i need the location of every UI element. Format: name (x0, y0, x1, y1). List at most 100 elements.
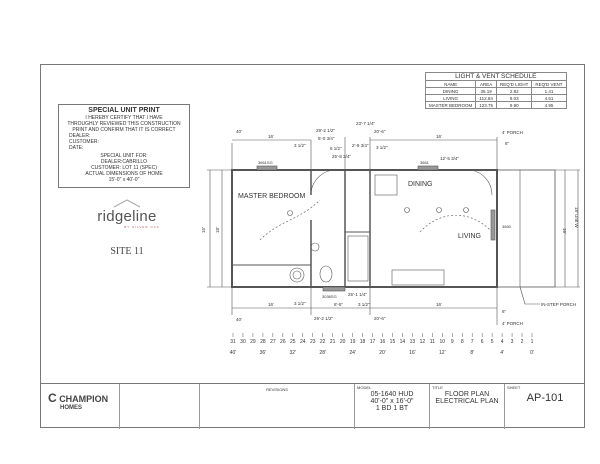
dim-label: 16' (436, 302, 442, 307)
dim-label: 6 1/2" (330, 146, 342, 151)
certify-line: I HEREBY CERTIFY THAT I HAVE (85, 115, 163, 121)
dim-label: 25'-1 1/4" (348, 292, 367, 297)
ruler-feet: 24' (349, 350, 356, 356)
room-master-bedroom: MASTER BEDROOM (238, 193, 305, 200)
ruler-feet: 16' (409, 350, 416, 356)
ruler-number: 6 (481, 339, 484, 345)
blank-cell (120, 384, 200, 429)
exterior-wall (231, 169, 498, 288)
dim-label: 12'-5 3/4" (440, 156, 459, 161)
dim-label: 6" (505, 141, 510, 146)
dim-label: 5'-0 3/4" (318, 136, 335, 141)
floor-plan: MASTER BEDROOM DINING LIVING 3661SG 3661… (201, 121, 580, 356)
model-number: 05-1640 HUD (370, 391, 414, 398)
champion-logo: C CHAMPION HOMES (48, 391, 109, 411)
ruler-number: 16 (380, 339, 386, 345)
light-vent-schedule: LIGHT & VENT SCHEDULE NAME AREA REQ'D LI… (424, 72, 567, 109)
dim-label: 16' (268, 134, 274, 139)
title-block: C CHAMPION HOMES REVISIONS MODEL 05-1640… (40, 383, 585, 429)
sheet-number: AP-101 (526, 392, 564, 404)
drawing-title: FLOOR PLAN (444, 391, 490, 398)
for-label: SPECIAL UNIT FOR: (100, 153, 148, 159)
ruler-number: 9 (451, 339, 454, 345)
dim-label: 29'-2 1/2" (316, 128, 335, 133)
ruler-number: 18 (360, 339, 366, 345)
dim-label: 3 1/2" (358, 302, 370, 307)
ruler-number: 24 (300, 339, 306, 345)
dim-label: 15' (201, 227, 206, 233)
ruler-number: 12 (420, 339, 426, 345)
customer-value: CUSTOMER: LOT 11 (SPEC) (91, 165, 157, 171)
ruler-number: 17 (370, 339, 376, 345)
dim-label: 3 1/2" (294, 143, 306, 148)
company-cell: C CHAMPION HOMES (40, 384, 120, 429)
special-unit-box: SPECIAL UNIT PRINT I HEREBY CERTIFY THAT… (58, 104, 190, 188)
ruler-number: 5 (491, 339, 494, 345)
dealer-value: DEALER:CABRILLO (100, 159, 148, 165)
window-label: 3661SG (258, 160, 273, 165)
ruler-number: 19 (350, 339, 356, 345)
brand-tagline: BY SILVER OAK (124, 225, 160, 229)
porch-label: IN-STEP PORCH (541, 302, 576, 307)
ruler-feet: 12' (439, 350, 446, 356)
dim-label: 23'-7 1/4" (356, 121, 375, 126)
ruler-number: 30 (240, 339, 246, 345)
dim-label: 29'-2 1/2" (314, 316, 333, 321)
ruler-number: 11 (430, 339, 435, 345)
ruler-number: 20 (340, 339, 346, 345)
ruler-number: 3 (511, 339, 514, 345)
ruler-number: 2 (521, 339, 524, 345)
ruler-number: 15 (390, 339, 396, 345)
roof-icon (113, 199, 141, 208)
champion-c-icon: C (48, 391, 57, 405)
revisions-cell: REVISIONS (200, 384, 355, 429)
sheet-cell: SHEET AP-101 (505, 384, 585, 429)
site-label: SITE 11 (110, 246, 144, 257)
dim-label: 16' (562, 228, 567, 234)
porch-outline (496, 169, 556, 288)
customer-field: CUSTOMER: (69, 139, 99, 145)
ruler-number: 29 (250, 339, 256, 345)
ruler-feet: 4' (500, 350, 504, 356)
ruler-number: 4 (501, 339, 504, 345)
ruler-number: 10 (440, 339, 446, 345)
ruler-number: 13 (410, 339, 416, 345)
certify-line: PRINT AND CONFIRM THAT IT IS CORRECT (72, 127, 176, 133)
special-unit-title: SPECIAL UNIT PRINT (88, 107, 160, 114)
ruler-number: 8 (461, 339, 464, 345)
model-rooms: 1 BD 1 BT (375, 405, 409, 412)
dim-label: 18' (215, 227, 220, 233)
ruler-number: 23 (310, 339, 316, 345)
dealer-field: DEALER: (69, 133, 91, 139)
model-size: 40'-0" x 16'-0" (370, 398, 414, 405)
dim-label: 40' (236, 129, 242, 134)
dim-label: 3 1/2" (376, 145, 388, 150)
ruler-number: 27 (270, 339, 276, 345)
dim-label: 40' (236, 317, 242, 322)
ruler-number: 31 (230, 339, 236, 345)
dim-label: 4' PORCH (502, 130, 523, 135)
window-label: 3660 (502, 224, 512, 229)
brand-name: ridgeline (97, 208, 157, 225)
ruler-number: 26 (280, 339, 286, 345)
dim-label: 3 1/2" (294, 301, 306, 306)
dim-label: 6" (502, 309, 507, 314)
ruler-feet: 28' (319, 350, 326, 356)
room-dining: DINING (408, 181, 433, 188)
drawing-subtitle: ELECTRICAL PLAN (435, 398, 499, 405)
drawing-frame (40, 64, 585, 428)
ruler-feet: 32' (290, 350, 297, 356)
ruler-number: 14 (400, 339, 406, 345)
title-cell: TITLE FLOOR PLAN ELECTRICAL PLAN (430, 384, 505, 429)
dim-label: 18' Unit W (574, 207, 579, 228)
dim-label: 16' (268, 302, 274, 307)
dim-label: 16' (436, 134, 442, 139)
dims-value: 15'-0" x 40'-0" (108, 177, 140, 183)
ruler-number: 28 (260, 339, 266, 345)
dim-label: 20'-6" (374, 129, 386, 134)
room-living: LIVING (458, 233, 481, 240)
dim-label: 8'-5" (334, 302, 343, 307)
ruler-number: 7 (471, 339, 474, 345)
